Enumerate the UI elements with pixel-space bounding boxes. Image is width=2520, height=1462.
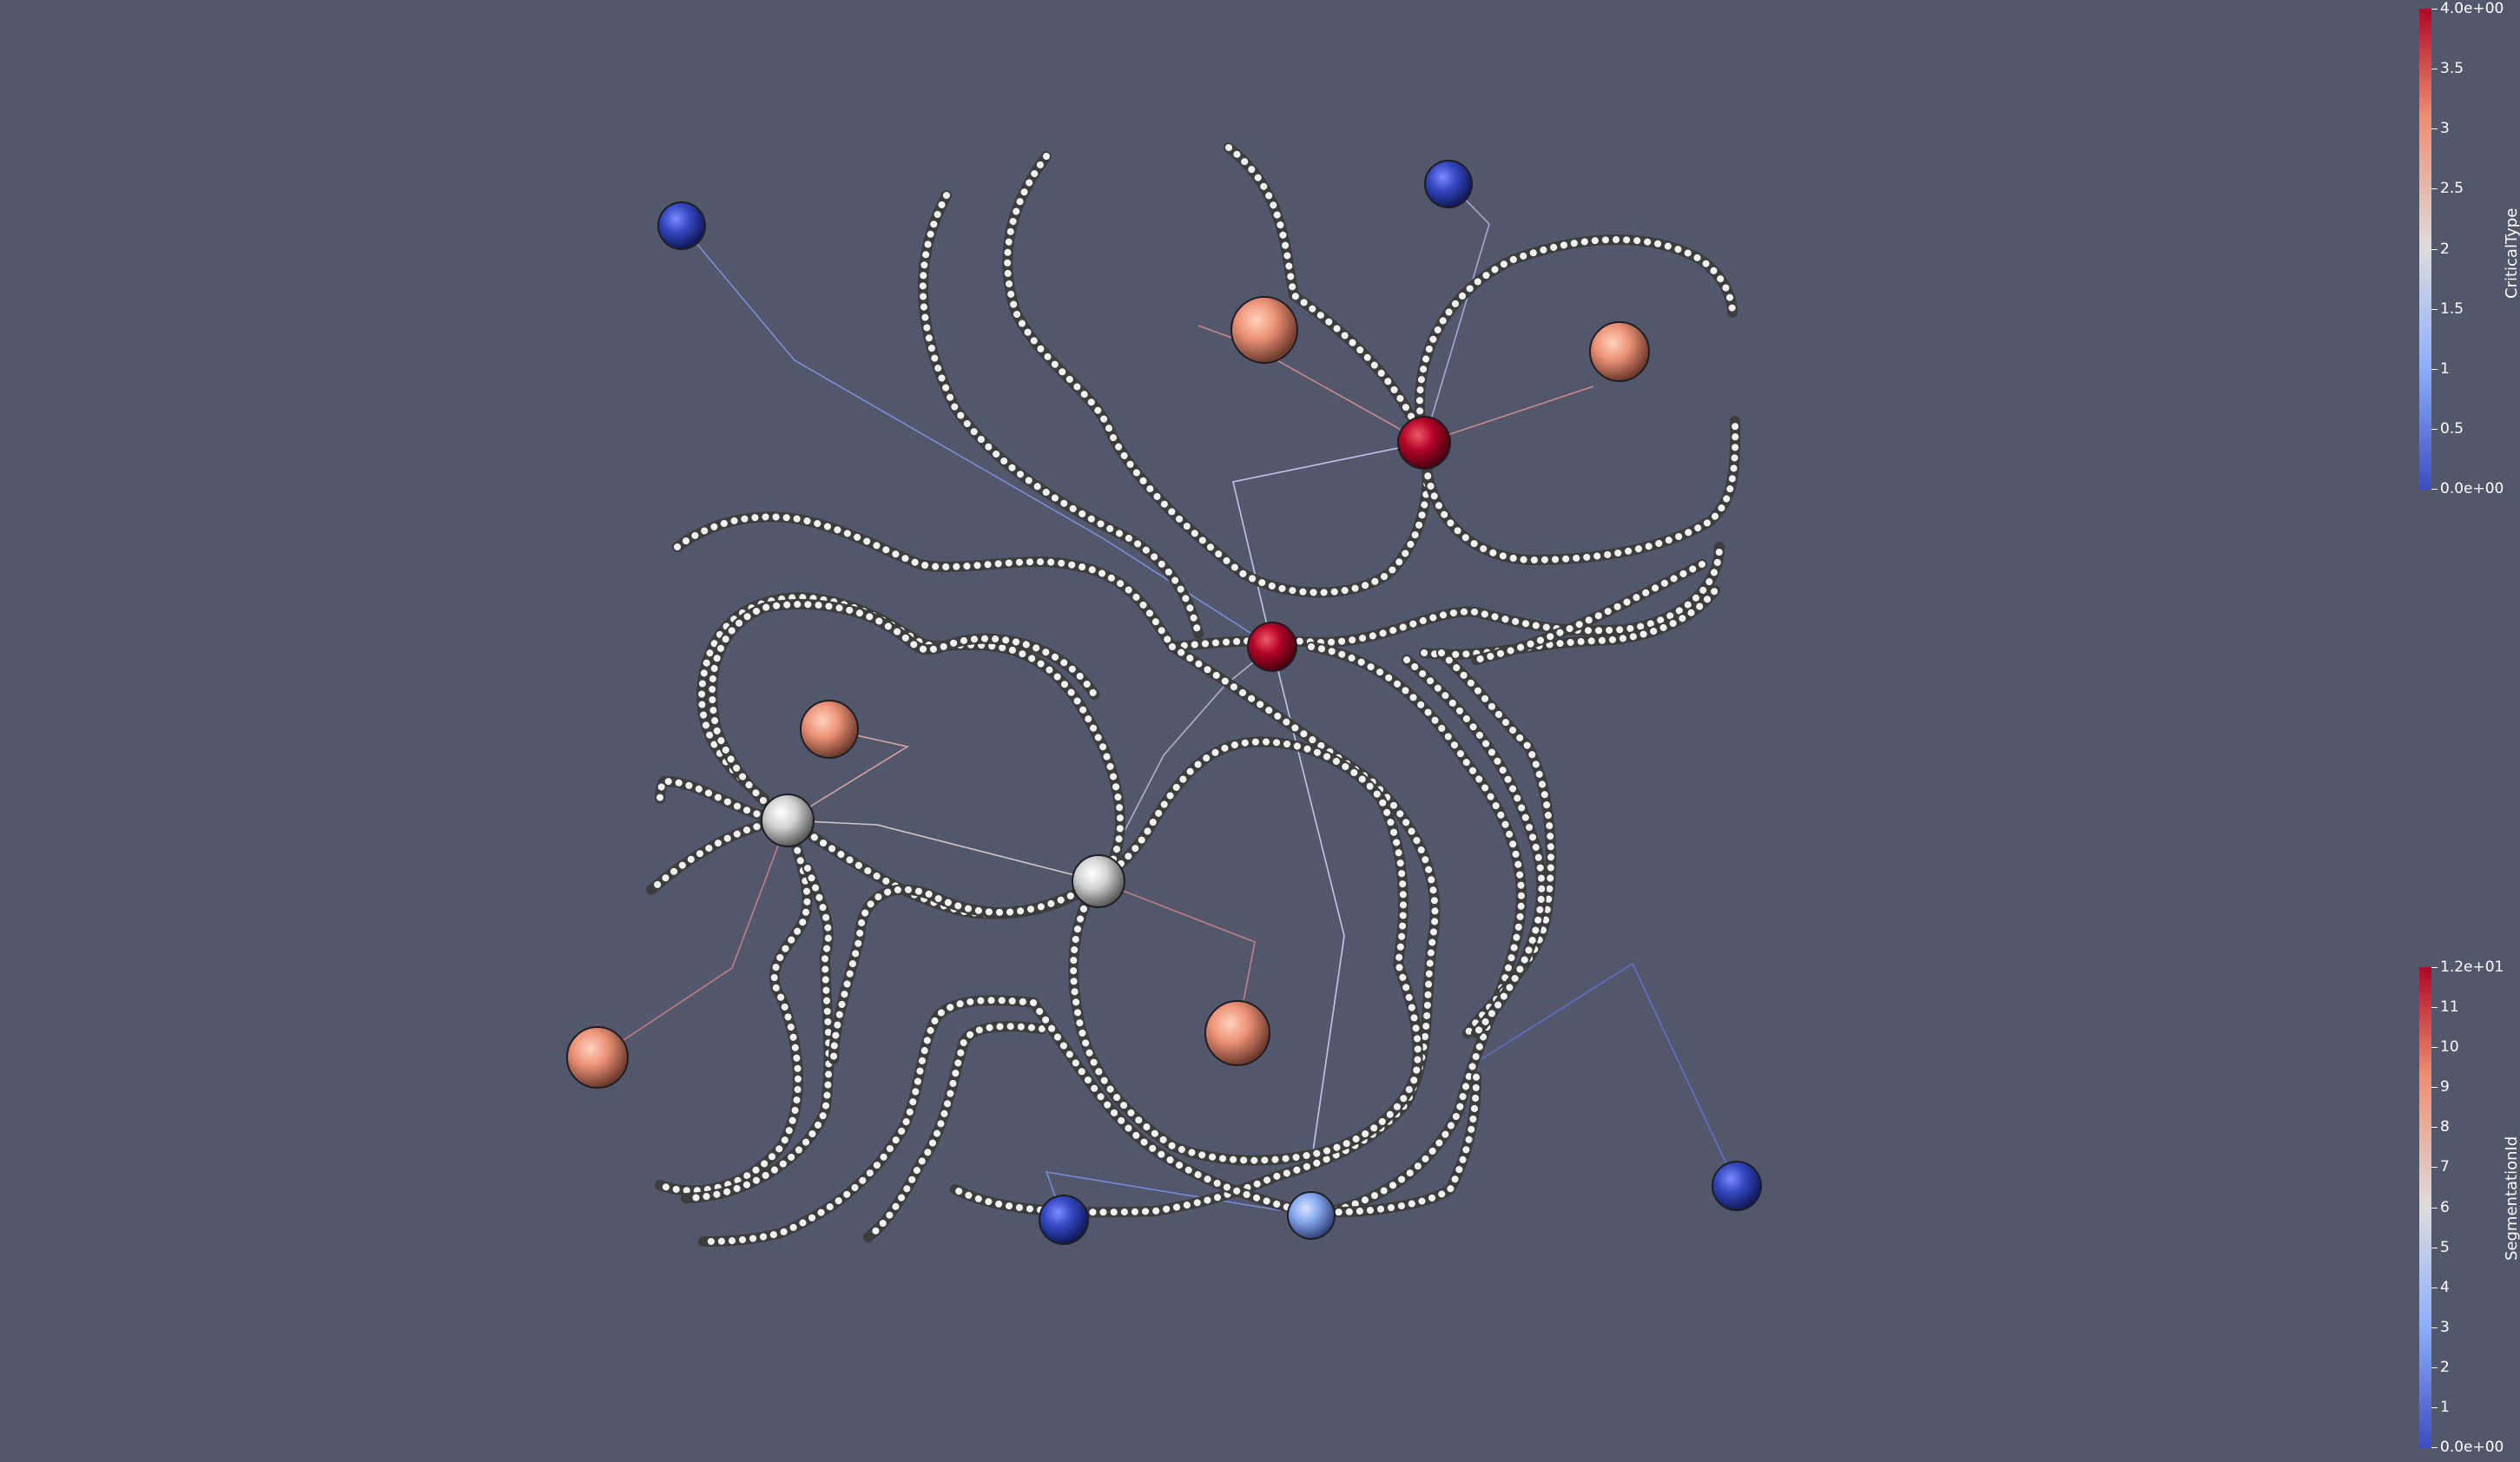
critical-point-maximum — [1204, 1000, 1270, 1066]
colorbar-tick — [2431, 1127, 2438, 1128]
separatrix-beads — [656, 817, 811, 1195]
colorbar-tick — [2431, 1367, 2438, 1368]
colorbar-tick-label: 10 — [2440, 1038, 2459, 1056]
separatrix-beads — [1473, 561, 1705, 663]
separatrix-beads — [1070, 738, 1422, 1164]
colorbar-tick — [2431, 249, 2438, 250]
separatrix-beads — [1421, 587, 1718, 658]
colorbar-tick — [2431, 309, 2438, 310]
colorbar-tick — [2431, 489, 2438, 490]
colorbar-gradient — [2419, 967, 2431, 1448]
separatrix-line — [597, 820, 788, 1058]
colorbar-tick-label: 2 — [2440, 240, 2450, 258]
critical-point-spheres — [566, 160, 1762, 1245]
critical-point-saddle-minimum — [1287, 1191, 1336, 1240]
colorbar-tick-label: 9 — [2440, 1078, 2450, 1096]
colorbar-gradient — [2419, 9, 2431, 490]
separatrix-tubes — [646, 142, 1741, 1247]
colorbar-tick — [2431, 1087, 2438, 1088]
separatrix-line — [1423, 385, 1594, 444]
separatrix-beads — [709, 601, 1098, 824]
separatrix-beads — [656, 777, 791, 824]
colorbar-title: CriticalType — [2503, 207, 2520, 299]
separatrix-beads — [1308, 643, 1525, 1219]
critical-point-maximum — [1589, 321, 1650, 382]
colorbar-tick-label: 7 — [2440, 1158, 2450, 1176]
colorbar-tick-label: 1.2e+01 — [2440, 958, 2504, 976]
separatrix-tube-shadow — [950, 642, 1441, 1218]
critical-point-maximum — [800, 700, 859, 759]
critical-point-saddle-2 — [1397, 416, 1451, 470]
colorbar-tick — [2431, 1047, 2438, 1048]
separatrix-tube-shadow — [1068, 736, 1423, 1166]
colorbar-tick-label: 3 — [2440, 120, 2450, 137]
colorbar-tick-label: 1 — [2440, 1399, 2450, 1416]
colorbar-tick — [2431, 9, 2438, 10]
colorbar-tick — [2431, 1007, 2438, 1008]
separatrix-tube-shadow — [1419, 585, 1720, 660]
colorbar-tick — [2431, 1407, 2438, 1408]
separatrix-beads — [1004, 153, 1736, 596]
critical-point-minimum — [1424, 160, 1473, 208]
critical-point-minimum — [657, 201, 706, 250]
colorbar-tick — [2431, 128, 2438, 129]
colorbar-tick-label: 5 — [2440, 1239, 2450, 1256]
colorbar-tick — [2431, 1287, 2438, 1288]
separatrix-beads — [1225, 144, 1739, 564]
separatrix-line — [1423, 183, 1490, 444]
separatrix-beads — [1030, 999, 1480, 1216]
colorbar-tick-label: 1 — [2440, 360, 2450, 378]
critical-point-maximum — [566, 1026, 629, 1089]
separatrix-line — [787, 820, 1099, 882]
colorbar-tick-label: 4.0e+00 — [2440, 0, 2504, 17]
colorbar-title: SegmentationId — [2503, 1136, 2520, 1261]
colorbar-tick-label: 4 — [2440, 1279, 2450, 1296]
colorbar-tick — [2431, 1447, 2438, 1448]
colorbar-tick-label: 6 — [2440, 1199, 2450, 1216]
separatrix-beads — [865, 1023, 1046, 1241]
colorbar-tick-label: 0.5 — [2440, 420, 2464, 438]
separatrix-lines — [597, 183, 1738, 1221]
separatrix-beads — [1403, 656, 1546, 1037]
colorbar-tick-label: 0.0e+00 — [2440, 1439, 2504, 1456]
critical-point-saddle-1 — [761, 794, 815, 847]
colorbar-tick-label: 8 — [2440, 1118, 2450, 1136]
separatrix-tube-shadow — [1224, 142, 1741, 566]
colorbar-tick — [2431, 967, 2438, 968]
separatrix-line — [1098, 646, 1273, 882]
critical-point-maximum — [1230, 296, 1298, 364]
critical-point-minimum — [1712, 1161, 1762, 1211]
colorbar-tick-label: 11 — [2440, 998, 2459, 1016]
colorbar-tick-label: 2 — [2440, 1359, 2450, 1376]
colorbar-tick — [2431, 369, 2438, 370]
colorbar-tick-label: 3.5 — [2440, 60, 2464, 77]
colorbar-tick-label: 1.5 — [2440, 300, 2464, 318]
critical-point-minimum — [1039, 1195, 1089, 1245]
colorbar-tick — [2431, 188, 2438, 189]
colorbar-tick — [2431, 429, 2438, 430]
colorbar-tick — [2431, 1327, 2438, 1328]
separatrix-beads — [952, 643, 1439, 1216]
critical-point-saddle-1 — [1072, 854, 1125, 908]
critical-point-saddle-2 — [1247, 622, 1297, 672]
separatrix-beads — [919, 192, 1202, 637]
separatrix-beads — [700, 997, 1037, 1245]
colorbar-tick-label: 3 — [2440, 1319, 2450, 1336]
colorbar-tick-label: 2.5 — [2440, 180, 2464, 197]
colorbar-tick-label: 0.0e+00 — [2440, 480, 2504, 497]
separatrix-beads — [830, 878, 1102, 1063]
colorbar-tick — [2431, 1167, 2438, 1168]
separatrix-line — [1467, 962, 1738, 1187]
